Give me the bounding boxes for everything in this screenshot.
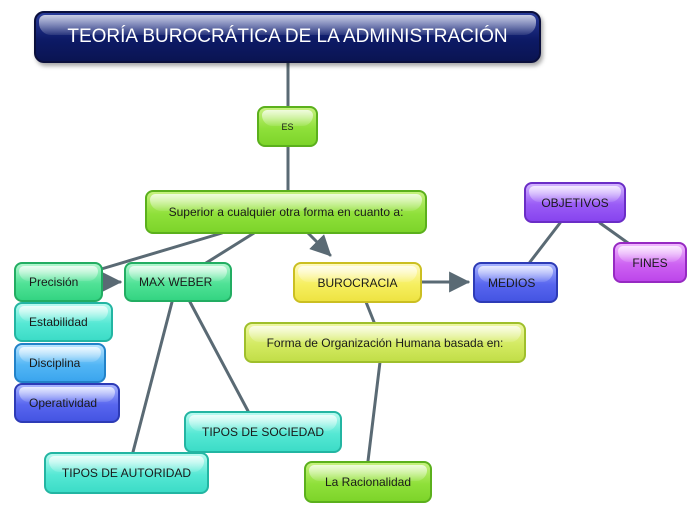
title-node[interactable]: TEORÍA BUROCRÁTICA DE LA ADMINISTRACIÓN [34,11,541,63]
tipos-sociedad-label: TIPOS DE SOCIEDAD [201,425,325,439]
forma-node[interactable]: Forma de Organización Humana basada en: [244,322,526,363]
precision-label: Precisión [29,275,79,289]
operatividad-node[interactable]: Operatividad [14,383,120,423]
precision-node[interactable]: Precisión [14,262,103,302]
fines-label: FINES [632,255,668,270]
disciplina-label: Disciplina [29,356,81,370]
es-label: ES [281,121,294,132]
estabilidad-node[interactable]: Estabilidad [14,302,113,342]
fines-node[interactable]: FINES [613,242,687,283]
link-max-weber-tipos-sociedad [188,300,250,413]
medios-label: MEDIOS [488,275,536,290]
tipos-sociedad-node[interactable]: TIPOS DE SOCIEDAD [184,411,342,453]
objetivos-node[interactable]: OBJETIVOS [524,182,626,223]
link-objetivos-fines [598,221,630,245]
estabilidad-label: Estabilidad [29,315,88,329]
superior-node[interactable]: Superior a cualquier otra forma en cuant… [145,190,427,234]
link-superior-precision [96,231,224,272]
tipos-autoridad-label: TIPOS DE AUTORIDAD [61,466,192,480]
link-max-weber-tipos-autoridad [131,300,174,454]
burocracia-node[interactable]: BUROCRACIA [293,262,422,303]
max-weber-label: MAX WEBER [139,275,213,289]
link-superior-max-weber [204,231,256,265]
link-medios-objetivos [528,221,562,264]
racionalidad-node[interactable]: La Racionalidad [304,461,432,503]
link-burocracia-forma [364,300,376,324]
medios-node[interactable]: MEDIOS [473,262,558,303]
forma-label: Forma de Organización Humana basada en: [266,335,504,350]
disciplina-node[interactable]: Disciplina [14,343,106,383]
title-label: TEORÍA BUROCRÁTICA DE LA ADMINISTRACIÓN [67,26,508,47]
es-node[interactable]: ES [257,106,318,147]
max-weber-node[interactable]: MAX WEBER [124,262,232,302]
link-forma-racionalidad [366,360,382,463]
superior-label: Superior a cualquier otra forma en cuant… [168,205,404,219]
link-superior-burocracia [306,231,332,257]
tipos-autoridad-node[interactable]: TIPOS DE AUTORIDAD [44,452,209,494]
burocracia-label: BUROCRACIA [317,275,398,290]
racionalidad-label: La Racionalidad [324,475,412,489]
objetivos-label: OBJETIVOS [541,195,609,210]
operatividad-label: Operatividad [29,396,98,410]
